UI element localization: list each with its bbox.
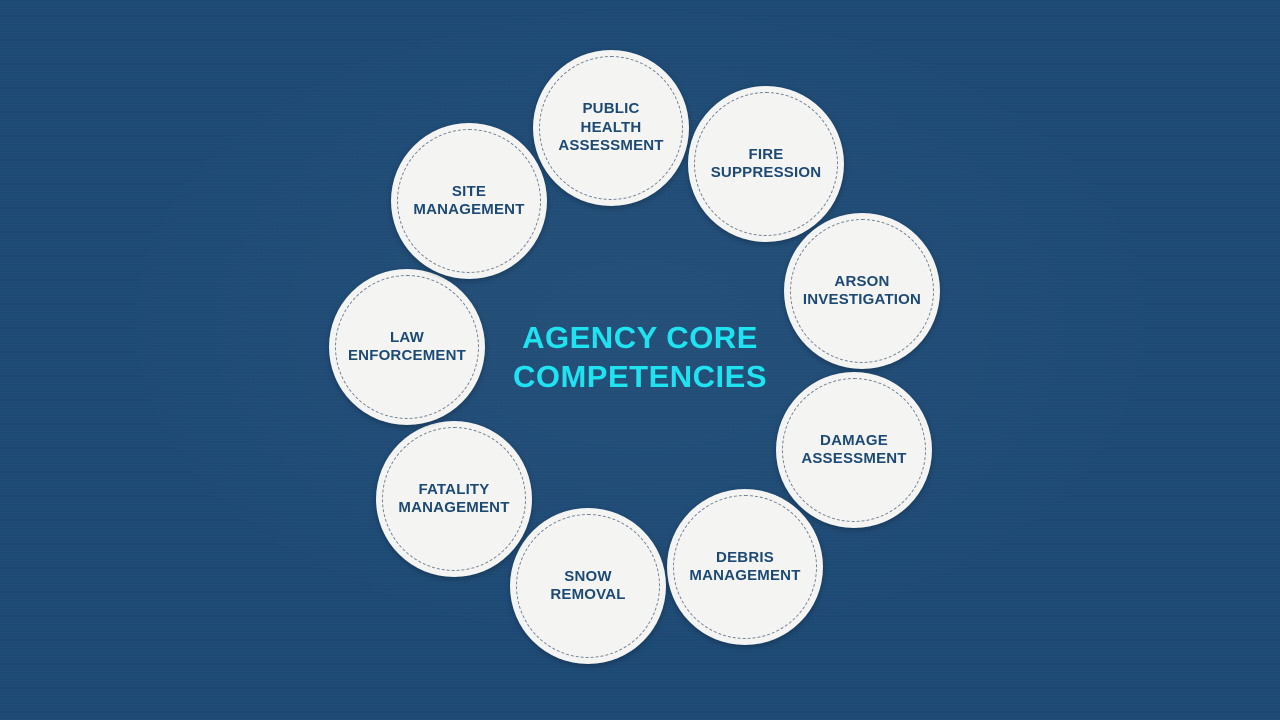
- node-label: PUBLIC HEALTH ASSESSMENT: [558, 100, 664, 155]
- node-label: ARSON INVESTIGATION: [802, 272, 922, 309]
- node-label: LAW ENFORCEMENT: [347, 328, 467, 365]
- node-law-enforcement: LAW ENFORCEMENT: [329, 269, 485, 425]
- node-debris-management: DEBRIS MANAGEMENT: [667, 489, 823, 645]
- node-label: DAMAGE ASSESSMENT: [801, 431, 907, 468]
- node-fatality-management: FATALITY MANAGEMENT: [376, 421, 532, 577]
- node-public-health-assessment: PUBLIC HEALTH ASSESSMENT: [533, 50, 689, 206]
- node-damage-assessment: DAMAGE ASSESSMENT: [776, 372, 932, 528]
- node-arson-investigation: ARSON INVESTIGATION: [784, 213, 940, 369]
- node-label: SITE MANAGEMENT: [413, 182, 525, 219]
- node-fire-suppression: FIRE SUPPRESSION: [688, 86, 844, 242]
- node-site-management: SITE MANAGEMENT: [391, 123, 547, 279]
- node-label: FIRE SUPPRESSION: [710, 145, 822, 182]
- node-snow-removal: SNOW REMOVAL: [510, 508, 666, 664]
- node-label: FATALITY MANAGEMENT: [398, 480, 510, 517]
- diagram-title: AGENCY CORE COMPETENCIES: [512, 320, 768, 394]
- node-label: SNOW REMOVAL: [550, 567, 626, 604]
- node-label: DEBRIS MANAGEMENT: [689, 548, 801, 585]
